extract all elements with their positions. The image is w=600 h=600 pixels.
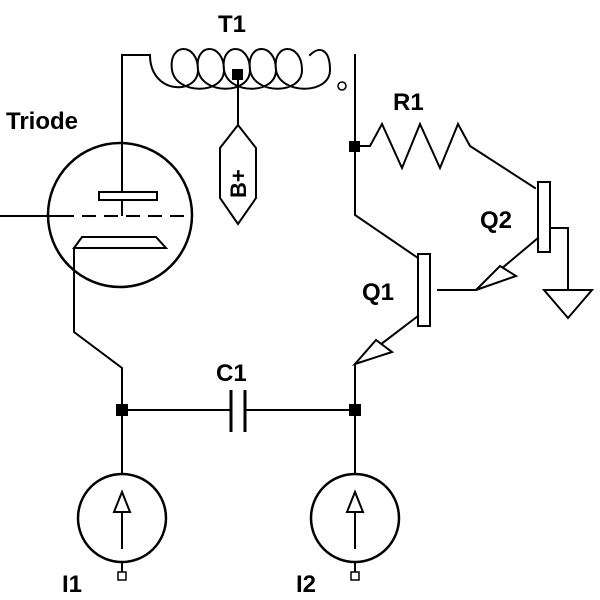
label-triode: Triode	[6, 108, 78, 135]
plate	[98, 191, 158, 201]
label-t1: T1	[218, 11, 246, 38]
transformer-t1	[121, 48, 347, 216]
label-q1: Q1	[362, 279, 394, 306]
dot-marker	[337, 81, 347, 91]
q1-emitter-arrow	[351, 338, 395, 367]
label-q2: Q2	[480, 207, 512, 234]
transistor-q1	[351, 253, 431, 411]
transistor-q2	[437, 181, 595, 320]
up-arrow-icon	[112, 489, 132, 513]
supply-b-plus: B+	[219, 123, 257, 226]
current-source-i2	[309, 409, 401, 581]
terminal-node	[117, 571, 127, 581]
q1-base-bar	[417, 253, 431, 327]
capacitor-c1	[121, 390, 356, 432]
junction-node	[232, 69, 243, 80]
label-b-plus: B+	[226, 169, 251, 198]
terminal-node	[350, 571, 360, 581]
resistor-r1	[354, 121, 537, 190]
current-source-i1	[76, 409, 168, 581]
triode-tube	[0, 141, 194, 411]
up-arrow-icon	[345, 489, 365, 513]
label-i1: I1	[62, 571, 82, 598]
ground-icon	[541, 289, 595, 320]
cathode	[72, 236, 169, 249]
label-i2: I2	[296, 571, 316, 598]
label-r1: R1	[393, 89, 424, 116]
q2-base-bar	[537, 181, 551, 253]
q2-emitter-arrow	[475, 264, 519, 291]
label-c1: C1	[216, 360, 247, 387]
